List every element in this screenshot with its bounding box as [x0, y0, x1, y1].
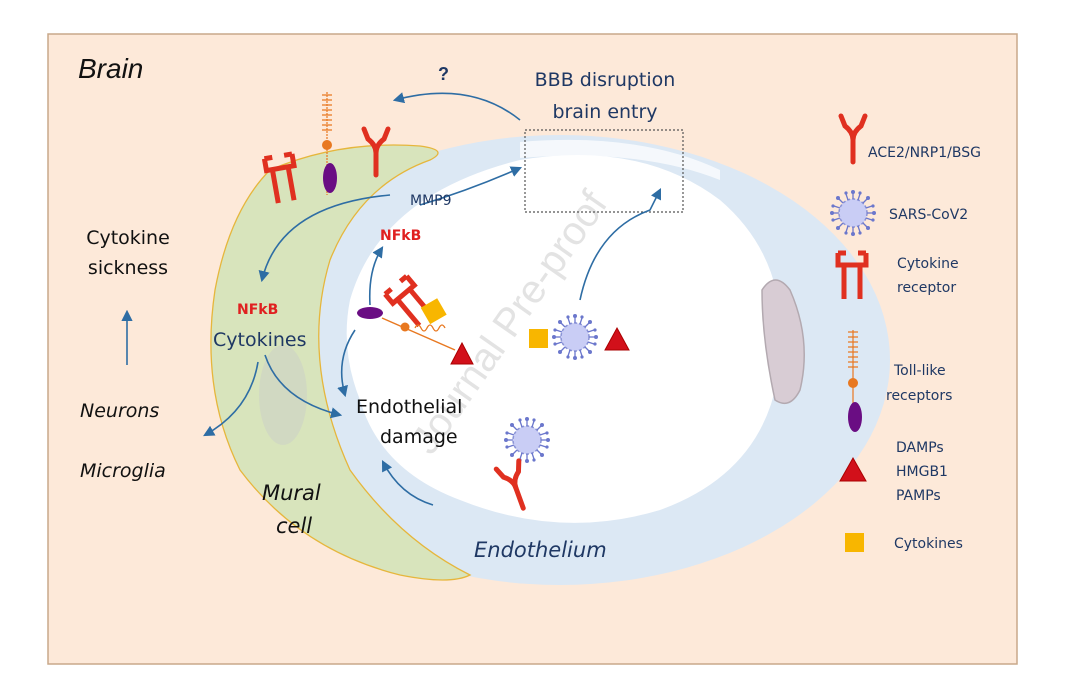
- endo-tlr-icon: [357, 307, 456, 351]
- endo-nfkb-label: NFkB: [380, 228, 421, 244]
- endothelium-label: Endothelium: [474, 538, 607, 562]
- legend-virus-icon: [829, 189, 877, 237]
- legend-cytorec-line2: receptor: [897, 280, 956, 296]
- mural-nfkb-label: NFkB: [237, 302, 278, 318]
- legend-cytokines-label: Cytokines: [894, 536, 963, 552]
- arrow-to-endo-nfkb: [368, 246, 384, 306]
- endothelial-damage-line1: Endothelial: [356, 396, 462, 418]
- cytokine-sickness-line2: sickness: [88, 257, 168, 279]
- bbb-label-line1: BBB disruption: [535, 69, 676, 91]
- neurons-label: Neurons: [80, 400, 159, 422]
- bbb-label-line2: brain entry: [552, 101, 657, 123]
- arrow-mmp9: [419, 166, 523, 206]
- mural-cell-line2: cell: [276, 514, 312, 538]
- legend-virus-label: SARS-CoV2: [889, 207, 968, 223]
- legend-damps-line1: DAMPs: [896, 440, 944, 456]
- cytokines-label: Cytokines: [213, 329, 307, 351]
- mmp9-label: MMP9: [410, 193, 452, 209]
- legend-tlr-icon: [848, 330, 862, 432]
- cytokine-sickness-line1: Cytokine: [86, 227, 170, 249]
- microglia-label: Microglia: [80, 460, 166, 482]
- lumen-damp-icon: [604, 326, 630, 351]
- legend-ace2-label: ACE2/NRP1/BSG: [868, 145, 981, 161]
- legend-damps-line3: PAMPs: [896, 488, 941, 504]
- bbb-gap: [520, 139, 720, 180]
- endothelial-nucleus: [761, 279, 805, 405]
- arrow-to-damage-1: [337, 329, 356, 398]
- legend-damps-line2: HMGB1: [896, 464, 948, 480]
- arrow-virus-to-bbb: [579, 187, 662, 301]
- bottom-virus-icon: [503, 416, 551, 464]
- legend-tlr-line1: Toll-like: [893, 363, 946, 379]
- arrow-cytokines-to-damage: [264, 354, 343, 419]
- lumen-virus-icon: [551, 313, 599, 361]
- endo-damp-icon: [450, 341, 474, 365]
- bound-cytokine-icon: [420, 298, 447, 325]
- arrow-bbb-to-question: [392, 92, 521, 121]
- arrow-ace2-to-damage: [381, 460, 434, 506]
- question-mark: ?: [438, 64, 449, 84]
- mural-cell: [210, 144, 472, 581]
- arrow-cytokines-to-neurons: [203, 361, 259, 437]
- endothelial-damage-line2: damage: [380, 426, 458, 448]
- legend-cytorec-line1: Cytokine: [897, 256, 959, 272]
- legend-tlr-line2: receptors: [886, 388, 952, 404]
- legend-cytokine-icon: [845, 533, 864, 552]
- legend-damp-icon: [839, 456, 867, 482]
- mural-tlr-icon: [322, 92, 337, 195]
- brain-title: Brain: [78, 53, 143, 84]
- arrow-to-mural-nfkb: [258, 194, 391, 283]
- mural-cell-line1: Mural: [262, 481, 321, 505]
- lumen-cytokine-icon: [529, 329, 548, 348]
